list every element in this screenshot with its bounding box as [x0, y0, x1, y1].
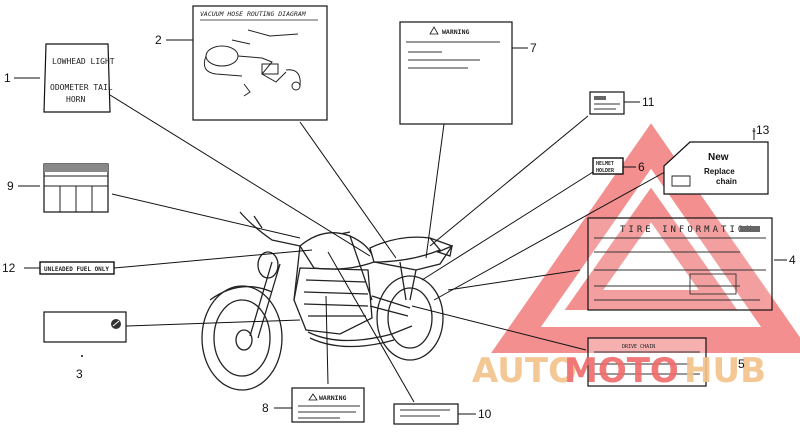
watermark-part-moto: MOTO: [564, 351, 679, 391]
part-numbers: 1 2 3 4 5 6 7 8 9 10 11 12 -13: [2, 33, 796, 421]
part-number-6: 6: [638, 160, 645, 174]
label-part-7[interactable]: WARNING: [399, 21, 513, 125]
dot-marker: [81, 355, 83, 357]
part-number-13: -13: [752, 123, 770, 137]
part-number-2: 2: [155, 33, 162, 47]
label-part-1[interactable]: LOWHEAD LIGHT ODOMETER TAIL HORN: [43, 43, 115, 113]
part-7-title: WARNING: [442, 28, 469, 36]
part-6-text-line-2: HOLDER: [596, 168, 615, 174]
part-5-title: DRIVE CHAIN: [622, 344, 655, 350]
part-number-12: 12: [2, 261, 16, 275]
warning-triangle-icon: [308, 393, 318, 401]
label-part-13[interactable]: New Replace chain: [663, 141, 769, 195]
label-part-11[interactable]: [589, 91, 625, 115]
label-part-4[interactable]: TIRE INFORMATION: [587, 217, 773, 311]
label-part-12[interactable]: UNLEADED FUEL ONLY: [39, 261, 115, 275]
leader-lines: [14, 39, 787, 415]
warning-triangle-icon: [429, 26, 439, 35]
part-6-text-line-1: HELMET: [596, 161, 614, 167]
part-13-text-chain: chain: [716, 177, 737, 186]
part-number-1: 1: [4, 71, 11, 85]
label-part-9[interactable]: [43, 163, 109, 213]
part-13-text-replace: Replace: [704, 167, 735, 176]
part-13-text-new: New: [708, 152, 729, 163]
label-part-5[interactable]: DRIVE CHAIN: [587, 337, 707, 387]
watermark-part-auto: AUTO: [472, 351, 577, 391]
part-2-title: VACUUM HOSE ROUTING DIAGRAM: [200, 10, 307, 18]
part-1-text-line-2: ODOMETER TAIL: [50, 83, 113, 92]
watermark-part-hub: HUB: [684, 351, 766, 391]
part-number-11: 11: [642, 95, 655, 109]
part-4-title: TIRE INFORMATION: [620, 225, 755, 235]
label-part-6[interactable]: HELMET HOLDER: [592, 157, 624, 175]
motorcycle-illustration: [201, 211, 453, 391]
label-part-3[interactable]: [43, 311, 127, 343]
part-1-text-line-3: HORN: [66, 95, 85, 104]
part-number-10: 10: [478, 407, 492, 421]
label-part-2[interactable]: VACUUM HOSE ROUTING DIAGRAM: [192, 5, 328, 121]
label-part-8[interactable]: WARNING: [291, 387, 365, 423]
part-12-text: UNLEADED FUEL ONLY: [44, 266, 109, 273]
part-number-7: 7: [530, 41, 537, 55]
part-1-text-line-1: LOWHEAD LIGHT: [52, 57, 115, 66]
part-number-4: 4: [789, 253, 796, 267]
part-number-5: 5: [738, 357, 745, 371]
part-8-title: WARNING: [319, 394, 346, 402]
part-number-3: 3: [76, 367, 83, 381]
part-number-9: 9: [7, 179, 14, 193]
watermark-text: AUTO MOTO HUB: [472, 351, 766, 391]
vacuum-hose-diagram-graphic: [203, 29, 301, 97]
part-number-8: 8: [262, 401, 269, 415]
label-part-10[interactable]: [393, 403, 459, 425]
